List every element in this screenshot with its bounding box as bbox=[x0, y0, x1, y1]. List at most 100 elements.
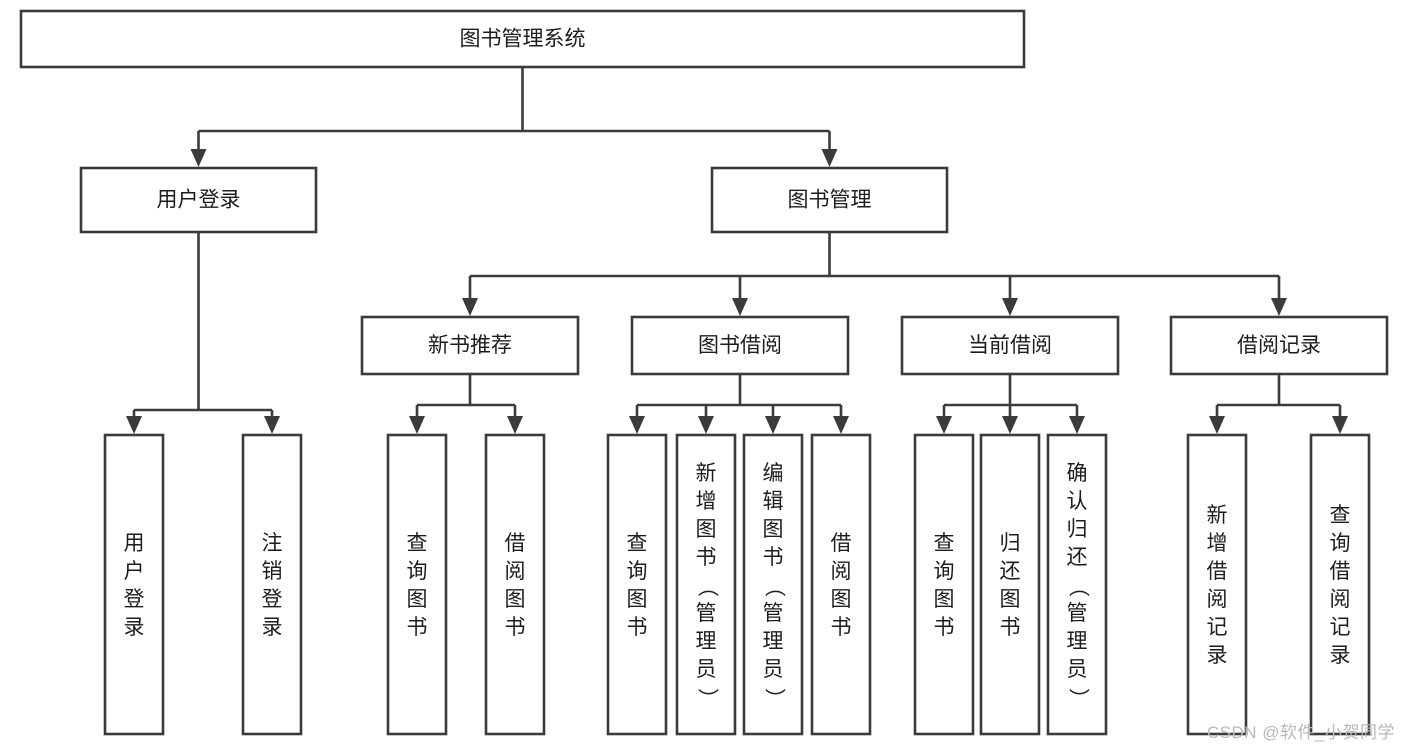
svg-text:）: ） bbox=[695, 688, 718, 709]
level2-node[interactable]: 图书管理 bbox=[710, 166, 949, 234]
leaf-box[interactable] bbox=[241, 433, 303, 736]
svg-text:记: 记 bbox=[1207, 616, 1228, 639]
arrow-head-icon bbox=[732, 298, 748, 316]
svg-text:理: 理 bbox=[763, 630, 784, 653]
level2-label: 用户登录 bbox=[157, 189, 241, 212]
svg-text:书: 书 bbox=[763, 546, 784, 569]
svg-text:录: 录 bbox=[262, 616, 283, 639]
svg-text:编: 编 bbox=[763, 462, 784, 485]
svg-text:还: 还 bbox=[1067, 546, 1088, 569]
level3-node[interactable]: 当前借阅 bbox=[900, 315, 1120, 376]
level3-label: 图书借阅 bbox=[698, 334, 782, 357]
svg-text:注: 注 bbox=[262, 532, 283, 555]
arrow-head-icon bbox=[1209, 416, 1225, 434]
leaf-box[interactable] bbox=[1309, 433, 1371, 736]
svg-text:用: 用 bbox=[124, 532, 145, 555]
arrow-head-icon bbox=[1069, 416, 1085, 434]
svg-text:管: 管 bbox=[1067, 602, 1088, 625]
svg-text:图: 图 bbox=[407, 588, 428, 611]
leaf-box[interactable] bbox=[742, 433, 804, 736]
level2-box[interactable] bbox=[79, 166, 318, 234]
root-box[interactable] bbox=[19, 9, 1026, 69]
leaf-box[interactable] bbox=[913, 433, 975, 736]
leaf-box[interactable] bbox=[1046, 433, 1108, 736]
level2-label: 图书管理 bbox=[788, 189, 872, 212]
level3-box[interactable] bbox=[360, 315, 580, 376]
svg-text:图: 图 bbox=[627, 588, 648, 611]
leaf-node[interactable]: 用户登录 bbox=[103, 433, 165, 736]
nodes-layer: 图书管理系统用户登录图书管理新书推荐图书借阅当前借阅借阅记录用户登录注销登录查询… bbox=[19, 9, 1389, 736]
arrow-head-icon bbox=[1271, 298, 1287, 316]
leaf-box[interactable] bbox=[386, 433, 448, 736]
level3-node[interactable]: 新书推荐 bbox=[360, 315, 580, 376]
svg-text:认: 认 bbox=[1067, 490, 1088, 513]
level3-node[interactable]: 借阅记录 bbox=[1169, 315, 1389, 376]
svg-text:阅: 阅 bbox=[1207, 588, 1228, 611]
root-node[interactable]: 图书管理系统 bbox=[19, 9, 1026, 69]
svg-text:（: （ bbox=[695, 576, 718, 597]
level3-box[interactable] bbox=[900, 315, 1120, 376]
leaf-box[interactable] bbox=[675, 433, 737, 736]
svg-text:增: 增 bbox=[1207, 532, 1228, 555]
leaf-box[interactable] bbox=[484, 433, 546, 736]
svg-text:理: 理 bbox=[696, 630, 717, 653]
leaf-box[interactable] bbox=[810, 433, 872, 736]
arrow-head-icon bbox=[833, 416, 849, 434]
svg-text:图: 图 bbox=[934, 588, 955, 611]
arrow-head-icon bbox=[264, 416, 280, 434]
leaf-box[interactable] bbox=[103, 433, 165, 736]
level2-node[interactable]: 用户登录 bbox=[79, 166, 318, 234]
level2-box[interactable] bbox=[710, 166, 949, 234]
svg-text:书: 书 bbox=[831, 616, 852, 639]
arrow-head-icon bbox=[507, 416, 523, 434]
svg-text:阅: 阅 bbox=[1330, 588, 1351, 611]
svg-text:管: 管 bbox=[763, 602, 784, 625]
arrow-head-icon bbox=[1002, 298, 1018, 316]
svg-text:录: 录 bbox=[1207, 644, 1228, 667]
svg-text:借: 借 bbox=[505, 532, 526, 555]
svg-text:登: 登 bbox=[124, 588, 145, 611]
leaf-box[interactable] bbox=[1186, 433, 1248, 736]
leaf-box[interactable] bbox=[606, 433, 668, 736]
arrow-head-icon bbox=[1002, 416, 1018, 434]
level3-box[interactable] bbox=[630, 315, 850, 376]
level3-node[interactable]: 图书借阅 bbox=[630, 315, 850, 376]
leaf-box[interactable] bbox=[979, 433, 1041, 736]
svg-text:查: 查 bbox=[627, 532, 648, 555]
edges-layer bbox=[126, 67, 1348, 434]
svg-text:询: 询 bbox=[934, 560, 955, 583]
svg-text:书: 书 bbox=[696, 546, 717, 569]
svg-text:借: 借 bbox=[831, 532, 852, 555]
svg-text:确: 确 bbox=[1067, 462, 1088, 485]
arrow-head-icon bbox=[409, 416, 425, 434]
svg-text:员: 员 bbox=[1067, 658, 1088, 681]
svg-text:查: 查 bbox=[1330, 504, 1351, 527]
svg-text:书: 书 bbox=[505, 616, 526, 639]
level3-box[interactable] bbox=[1169, 315, 1389, 376]
svg-text:查: 查 bbox=[934, 532, 955, 555]
svg-text:查: 查 bbox=[407, 532, 428, 555]
svg-text:录: 录 bbox=[124, 616, 145, 639]
